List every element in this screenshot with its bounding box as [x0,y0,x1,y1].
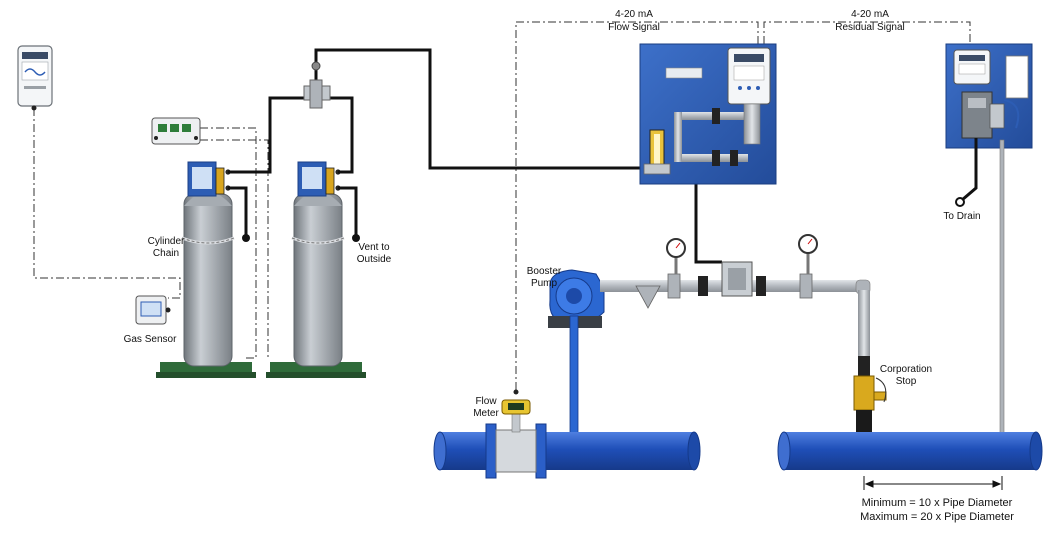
main-pipe-left [433,431,701,471]
vent-end-2 [352,234,360,242]
maximum-distance-label: Maximum = 20 x Pipe Diameter [860,511,1014,523]
flow-meter-label-1: Flow [475,396,497,407]
chlorinator-panel [639,43,777,185]
flow-signal-label-1: 4-20 mA [615,9,653,20]
drain-end [955,197,965,207]
pvc-discharge-line [600,234,871,356]
gas-sensor-label: Gas Sensor [124,334,177,345]
signal-wiring [33,21,971,390]
vent-label-2: Outside [357,254,392,265]
residual-signal-label-2: Residual Signal [835,22,905,33]
booster-pump [548,269,605,437]
to-drain-label: To Drain [943,211,980,222]
flow-meter [485,389,547,479]
sample-line [999,139,1005,437]
corporation-stop-label-1: Corporation [880,364,932,375]
vent-label-1: Vent to [358,242,390,253]
vacuum-tubing [228,48,722,264]
vent-end-1 [242,234,250,242]
chlorine-cylinder-2 [266,161,366,378]
minimum-distance-label: Minimum = 10 x Pipe Diameter [862,497,1013,509]
gas-sensor [135,295,171,325]
cylinder-chain-label-2: Chain [153,248,179,259]
booster-pump-label-1: Booster [527,266,562,277]
residual-signal-label-1: 4-20 mA [851,9,889,20]
booster-pump-label-2: Pump [531,278,558,289]
flow-signal-label-2: Flow Signal [608,22,660,33]
scale-display-unit[interactable] [151,117,201,145]
auto-switchover-valve[interactable] [303,61,331,109]
chlorine-cylinder-1 [156,161,256,378]
cylinder-chain-label-1: Cylinder [148,236,185,247]
corporation-stop-label-2: Stop [896,376,917,387]
drain-tube [961,138,978,202]
gas-detector-controller[interactable] [17,45,53,111]
distance-dimension [863,476,1003,490]
residual-analyzer-panel [945,43,1033,149]
main-pipe-right [777,431,1043,471]
flow-meter-label-2: Meter [473,408,499,419]
